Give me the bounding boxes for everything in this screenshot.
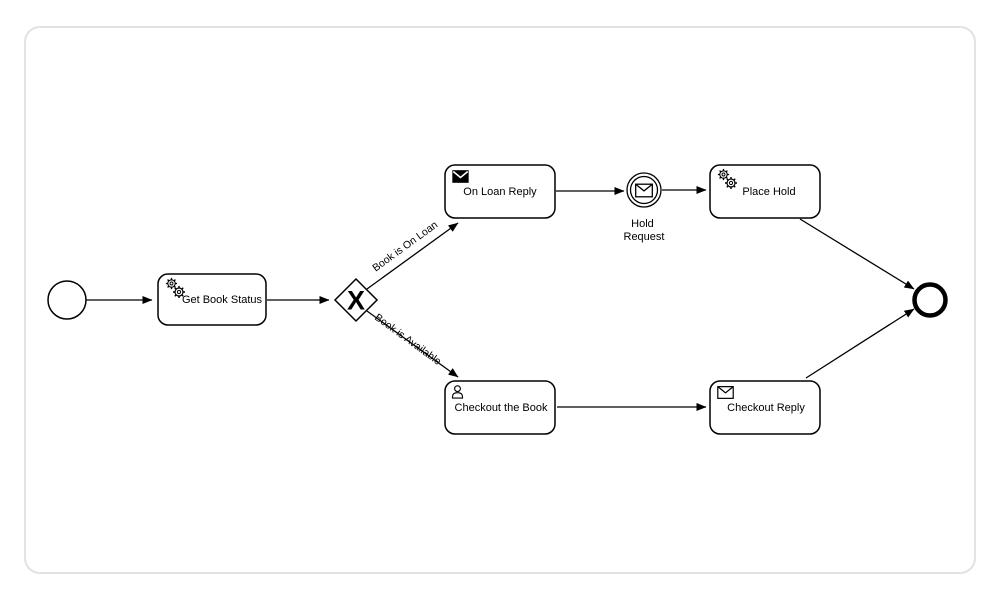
task-get-book-status-label: Get Book Status <box>182 294 263 306</box>
task-checkout-reply-box[interactable] <box>709 380 821 435</box>
task-place-hold[interactable]: Place Hold <box>709 164 821 219</box>
task-get-book-status[interactable]: Get Book Status <box>157 273 267 326</box>
exclusive-gateway-diamond[interactable] <box>333 277 379 323</box>
message-envelope-icon <box>635 183 653 198</box>
send-message-icon <box>452 170 469 183</box>
task-checkout-reply[interactable]: Checkout Reply <box>709 380 821 435</box>
end-event-circle[interactable] <box>912 282 948 318</box>
task-on-loan-reply-label: On Loan Reply <box>463 186 537 198</box>
end-event[interactable] <box>912 282 948 318</box>
exclusive-gateway-x-marker: X <box>347 286 365 316</box>
event-hold-request[interactable]: Hold Request <box>624 172 665 243</box>
flow-gateway-to-checkout-the-book[interactable] <box>366 310 459 378</box>
event-hold-request-label: Hold Request <box>624 218 665 243</box>
task-on-loan-reply[interactable]: On Loan Reply <box>444 164 556 219</box>
receive-message-icon <box>717 386 734 399</box>
task-checkout-the-book[interactable]: Checkout the Book <box>444 380 556 435</box>
exclusive-gateway[interactable]: X <box>333 277 379 323</box>
start-event-circle[interactable] <box>47 280 87 320</box>
task-on-loan-reply-box[interactable] <box>444 164 556 219</box>
flow-checkout-reply-to-end[interactable] <box>805 308 915 379</box>
task-get-book-status-box[interactable] <box>157 273 267 326</box>
task-checkout-the-book-label: Checkout the Book <box>455 402 548 414</box>
task-place-hold-box[interactable] <box>709 164 821 219</box>
task-place-hold-label: Place Hold <box>742 186 795 198</box>
start-event[interactable] <box>47 280 87 320</box>
task-checkout-reply-label: Checkout Reply <box>727 402 805 414</box>
flow-gateway-to-on-loan-reply[interactable] <box>366 222 459 290</box>
flow-place-hold-to-end[interactable] <box>799 218 915 290</box>
task-checkout-the-book-box[interactable] <box>444 380 556 435</box>
diagram-frame <box>24 26 976 574</box>
